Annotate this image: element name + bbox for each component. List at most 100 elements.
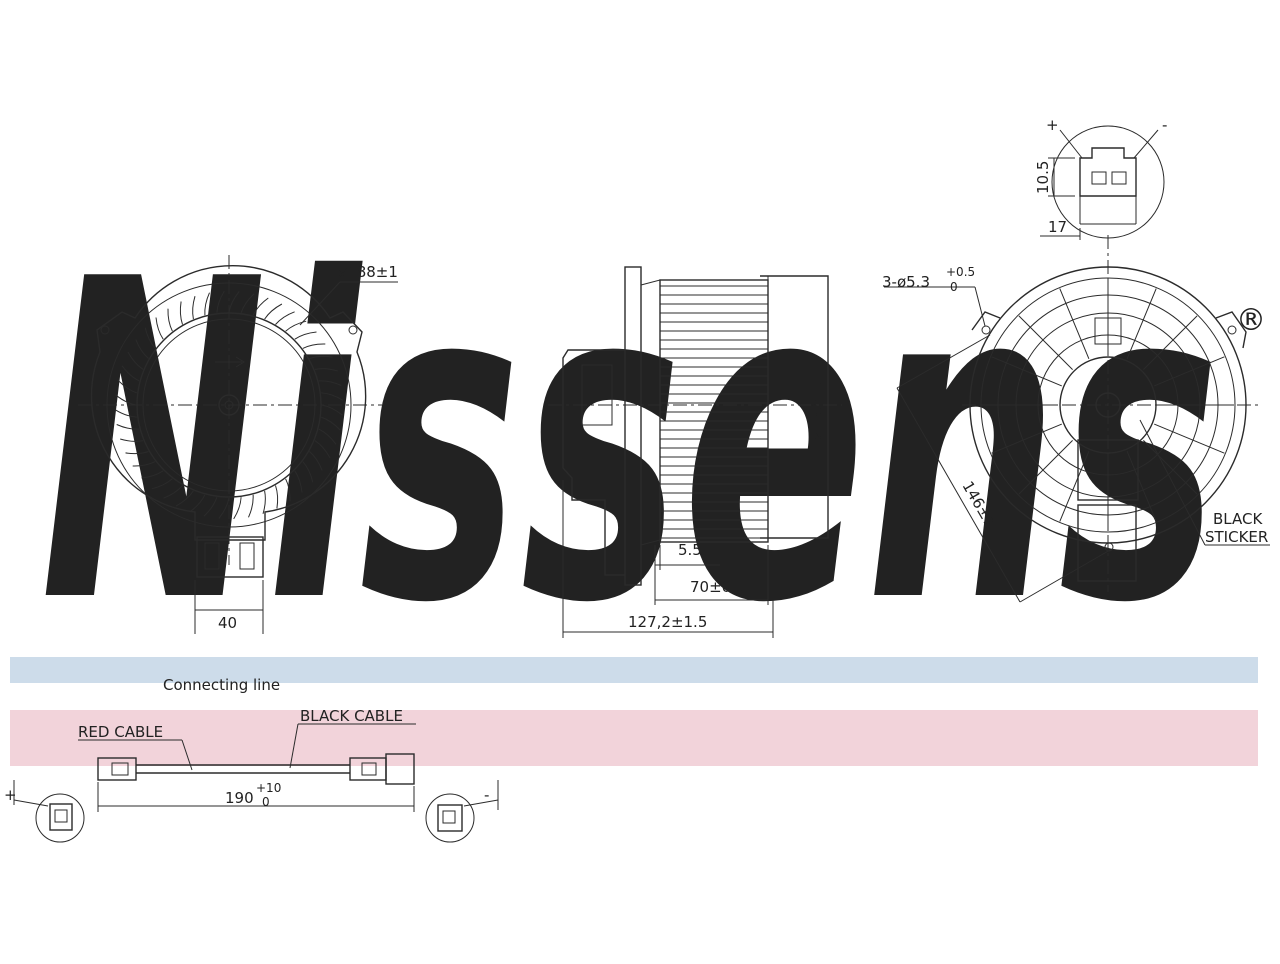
fan-blade bbox=[135, 339, 149, 359]
fan-blade bbox=[309, 355, 333, 359]
rear-mount-hole-left bbox=[981, 325, 991, 335]
fan-blade bbox=[294, 331, 317, 340]
fan-blade bbox=[302, 343, 326, 349]
cable-left-plus-sign: + bbox=[4, 786, 17, 804]
connector-height-label: 10.5 bbox=[1034, 161, 1052, 194]
side-flange bbox=[624, 266, 642, 586]
registered-mark: ® bbox=[1236, 303, 1266, 338]
fan-blade bbox=[233, 497, 242, 520]
fan-blade bbox=[309, 451, 323, 471]
fan-blade bbox=[189, 494, 206, 513]
fan-blade bbox=[204, 292, 210, 316]
fan-blade bbox=[127, 351, 144, 370]
rib-radial bbox=[1154, 356, 1225, 387]
fan-blade bbox=[203, 497, 218, 517]
fan-blade bbox=[117, 379, 137, 394]
rib-radial bbox=[1126, 288, 1157, 359]
rib-radial bbox=[1143, 440, 1198, 495]
cable-length-tol-lower: 0 bbox=[262, 795, 270, 809]
fan-blade bbox=[141, 470, 164, 479]
fan-blade bbox=[262, 490, 266, 514]
side-view: ø157±1 5.5 70±0.5 127,2±1.5 bbox=[548, 266, 842, 638]
rear-connector bbox=[1077, 504, 1137, 582]
rib-radial bbox=[1143, 315, 1198, 370]
front-connector-width-label: 40 bbox=[218, 614, 237, 632]
fan-blade bbox=[132, 461, 156, 467]
fan-blade bbox=[275, 311, 295, 325]
front-connector-pin-right bbox=[239, 542, 255, 570]
rear-mount-holes-tol-lower: 0 bbox=[950, 280, 958, 294]
fan-blade bbox=[144, 327, 156, 349]
watermark-text: Nissens bbox=[40, 187, 1220, 699]
fan-blade bbox=[151, 478, 173, 490]
connector-detail-circle bbox=[1051, 125, 1165, 239]
side-fan-fins bbox=[660, 285, 768, 539]
sticker-label-line1: BLACK bbox=[1213, 510, 1263, 528]
fan-blade bbox=[285, 478, 291, 502]
fan-blade bbox=[155, 317, 164, 340]
front-ear-hole-right bbox=[348, 325, 358, 335]
blue-band bbox=[10, 657, 1258, 683]
front-connector-pin-left bbox=[204, 542, 220, 570]
side-fan-diameter-label: ø157±1 bbox=[808, 380, 826, 440]
rib-radial bbox=[1059, 288, 1090, 359]
front-connector bbox=[196, 536, 264, 578]
fan-blade bbox=[318, 380, 342, 386]
connector-width-label: 17 bbox=[1048, 218, 1067, 236]
side-motor-window bbox=[581, 364, 613, 426]
fan-blade bbox=[116, 424, 140, 430]
rib-radial bbox=[991, 423, 1062, 454]
connector-plus-sign: + bbox=[1046, 116, 1059, 134]
connector-detail-body bbox=[1079, 147, 1137, 197]
rear-view: 3-ø5.3 +0.5 0 146±1 BLACK STICKER 10.5 1… bbox=[882, 116, 1270, 603]
rib-radial bbox=[1018, 315, 1073, 370]
fan-blade bbox=[321, 416, 341, 431]
fan-blade bbox=[163, 485, 183, 499]
rib-radial bbox=[991, 356, 1062, 387]
connecting-line: Connecting line RED CABLE BLACK CABLE 19… bbox=[4, 676, 499, 843]
cable-right-minus-sign: - bbox=[484, 786, 489, 804]
fan-blade bbox=[252, 297, 269, 316]
cable-end-detail-left bbox=[35, 793, 85, 843]
fan-blade bbox=[302, 461, 314, 483]
fan-blade bbox=[192, 296, 196, 320]
front-view: 40 ø188±1 bbox=[78, 255, 398, 634]
red-cable-label: RED CABLE bbox=[78, 723, 163, 741]
fan-blade bbox=[167, 308, 173, 332]
fan-blade bbox=[248, 494, 254, 518]
side-end-cap bbox=[760, 275, 829, 539]
fan-blade bbox=[294, 470, 303, 493]
pink-band bbox=[10, 710, 1258, 766]
fan-blade bbox=[120, 438, 144, 442]
rib-radial bbox=[1059, 451, 1090, 522]
connecting-line-title: Connecting line bbox=[163, 676, 280, 694]
fan-blade bbox=[114, 409, 137, 418]
fan-blade bbox=[240, 293, 255, 313]
cable-length-tol-upper: +10 bbox=[256, 781, 281, 795]
black-cable-label: BLACK CABLE bbox=[300, 707, 403, 725]
side-offset-label: 5.5 bbox=[678, 541, 702, 559]
rear-mount-hole-right bbox=[1227, 325, 1237, 335]
rib-radial bbox=[1126, 451, 1157, 522]
front-ear-hole-left bbox=[100, 325, 110, 335]
connector-minus-sign: - bbox=[1162, 116, 1167, 134]
cable-plug-left bbox=[97, 757, 137, 781]
fan-blade bbox=[318, 428, 337, 445]
rib-radial bbox=[1018, 440, 1073, 495]
rib-radial bbox=[1154, 423, 1225, 454]
side-total-length-label: 127,2±1.5 bbox=[628, 613, 707, 631]
rear-mount-holes-label: 3-ø5.3 bbox=[882, 273, 930, 291]
sticker-label-line2: STICKER bbox=[1205, 528, 1268, 546]
cable-length-label: 190 bbox=[225, 789, 254, 807]
fan-blade bbox=[285, 320, 307, 332]
front-housing-outline bbox=[90, 264, 367, 541]
fan-blade bbox=[121, 365, 140, 382]
fan-blade bbox=[175, 490, 194, 507]
rear-mount-ears bbox=[971, 311, 1247, 349]
front-fan-blades bbox=[114, 290, 344, 520]
front-diameter-label: ø188±1 bbox=[338, 263, 398, 281]
fan-blade bbox=[314, 440, 331, 459]
side-motor-housing bbox=[562, 349, 625, 576]
